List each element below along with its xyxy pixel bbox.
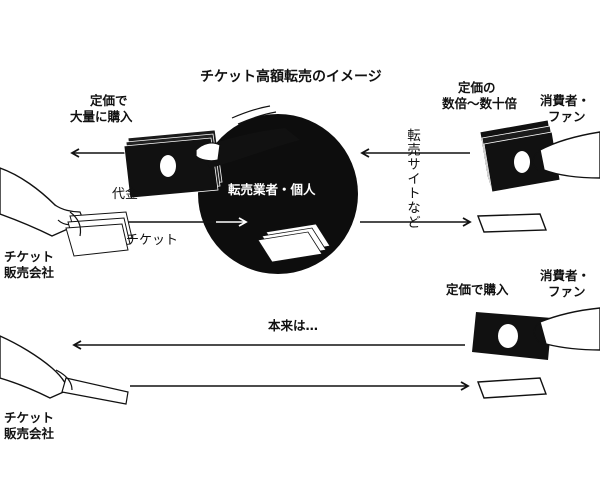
consumer-label-top-2: ファン xyxy=(548,109,586,124)
consumer-hand-top xyxy=(479,119,600,193)
seller-hand-bottom xyxy=(0,335,129,405)
buy-at-price-label: 定価で購入 xyxy=(446,282,509,297)
consumer-label-bottom-2: ファン xyxy=(548,284,586,299)
seller-label-bottom-1: チケット xyxy=(4,410,55,425)
bulk-buy-label-1: 定価で xyxy=(90,93,128,108)
consumer-label-top-1: 消費者・ xyxy=(540,93,591,108)
ticket-received-bottom xyxy=(477,377,547,399)
reseller-label: 転売業者・個人 xyxy=(228,182,316,197)
cash-stack-left xyxy=(123,129,223,199)
resale-site-label: 転売サイトなど xyxy=(404,128,420,230)
diagram-title: チケット高額転売のイメージ xyxy=(200,69,382,85)
ticket-received-top xyxy=(477,213,547,233)
seller-label-top-1: チケット xyxy=(4,249,55,264)
price-multiple-label-2: 数倍～数十倍 xyxy=(442,96,518,111)
consumer-label-bottom-1: 消費者・ xyxy=(540,268,591,283)
seller-hand-top xyxy=(0,167,133,257)
reseller-arm xyxy=(195,105,300,168)
seller-label-bottom-2: 販売会社 xyxy=(4,426,55,441)
price-multiple-label-1: 定価の xyxy=(458,80,496,95)
bulk-buy-label-2: 大量に購入 xyxy=(70,109,133,124)
normally-label: 本来は… xyxy=(268,318,319,333)
ticket-label: チケット xyxy=(126,233,179,248)
money-label: 代金 xyxy=(112,187,139,202)
tickets-in-circle xyxy=(257,223,331,263)
consumer-hand-bottom xyxy=(472,307,600,360)
seller-label-top-2: 販売会社 xyxy=(4,265,55,280)
